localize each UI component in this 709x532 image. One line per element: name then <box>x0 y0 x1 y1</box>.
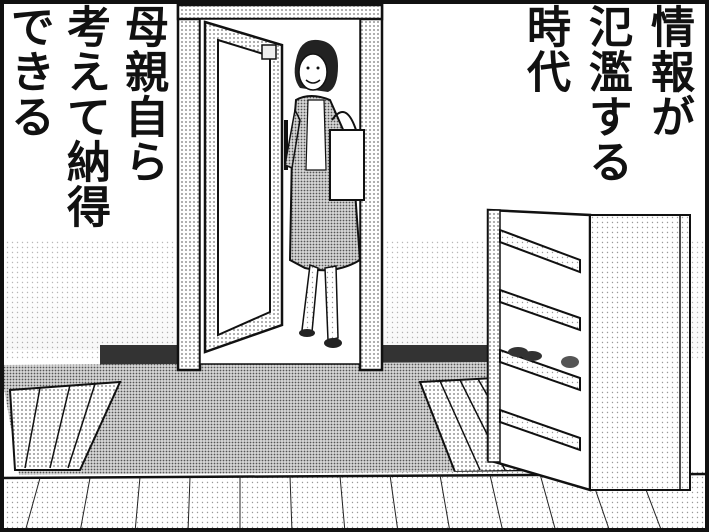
caption-line-1: 情報が <box>643 4 694 139</box>
caption-line-3: 時代 <box>519 4 570 94</box>
shoes-icon <box>508 347 579 368</box>
caption-line-2: 氾濫する <box>581 4 632 184</box>
handbag-icon <box>329 111 365 201</box>
caption-line-5: 考えて納得 <box>59 4 110 229</box>
shoe-rack-icon <box>486 208 691 492</box>
baseboard <box>100 345 490 365</box>
wooden-floor <box>0 470 709 532</box>
door-icon <box>203 20 288 354</box>
caption-line-4: 母親自ら <box>117 4 168 184</box>
caption-line-6: できる <box>3 4 54 139</box>
